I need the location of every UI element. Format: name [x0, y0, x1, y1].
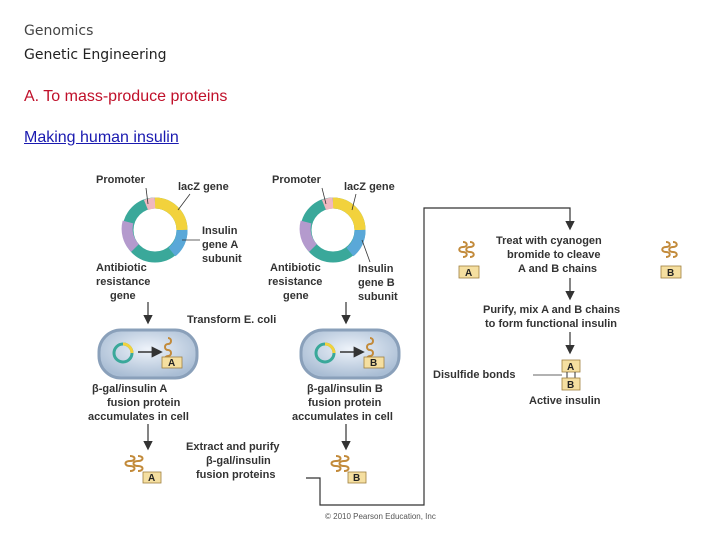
extract-a-tag: A — [148, 473, 155, 484]
plasmid-a-antibiotic — [121, 220, 140, 252]
active-insulin: A B — [561, 359, 581, 391]
plasmid-b-antibiotic — [299, 220, 318, 252]
figure-link[interactable]: Making human insulin — [24, 129, 179, 146]
cell-a-tag: A — [168, 358, 175, 369]
fusion-b-label-3: accumulates in cell — [292, 411, 393, 423]
plasmid-b — [299, 197, 366, 263]
fusion-a-label-1: β-gal/insulin A — [92, 383, 167, 395]
plasmid-a — [121, 197, 188, 263]
plasmid-a-lacz — [154, 197, 188, 231]
extract-label-3: fusion proteins — [196, 469, 275, 481]
antibiotic-label-b-2: resistance — [268, 276, 322, 288]
antibiotic-label-a-2: resistance — [96, 276, 150, 288]
ecoli-cell-a: A — [97, 328, 199, 380]
ecoli-cell-b: B — [299, 328, 401, 380]
section-heading: A. To mass-produce proteins — [24, 88, 228, 105]
plasmid-a-promoter — [143, 197, 156, 211]
antibiotic-label-a-1: Antibiotic — [96, 262, 147, 274]
antibiotic-label-a-3: gene — [110, 290, 136, 302]
topic-subtitle: Genetic Engineering — [24, 47, 167, 63]
treat-label-3: A and B chains — [518, 263, 597, 275]
promoter-label-a: Promoter — [96, 174, 146, 186]
topic-title: Genomics — [24, 23, 94, 39]
extract-label-1: Extract and purify — [186, 441, 280, 453]
extract-label-2: β-gal/insulin — [206, 455, 271, 467]
fusion-a-label-3: accumulates in cell — [88, 411, 189, 423]
cell-b-tag: B — [370, 358, 377, 369]
fusion-protein-b: B — [330, 455, 367, 484]
insulin-a-label-1: Insulin — [202, 225, 238, 237]
extract-b-tag: B — [353, 473, 360, 484]
transform-label: Transform E. coli — [187, 314, 276, 326]
plasmid-b-insulin — [346, 229, 366, 257]
chain-b-tag: B — [667, 268, 674, 279]
chain-b-right: B — [660, 241, 682, 279]
copyright-text: © 2010 Pearson Education, Inc — [325, 512, 436, 521]
active-insulin-label: Active insulin — [529, 395, 601, 407]
fusion-protein-a: A — [124, 455, 162, 484]
purify-label-2: to form functional insulin — [485, 318, 617, 330]
lacz-label-b: lacZ gene — [344, 181, 395, 193]
fusion-b-label-1: β-gal/insulin B — [307, 383, 383, 395]
treat-label-1: Treat with cyanogen — [496, 235, 602, 247]
insulin-b-label-2: gene B — [358, 277, 395, 289]
disulfide-label: Disulfide bonds — [433, 369, 516, 381]
chain-a-tag: A — [465, 268, 472, 279]
treat-label-2: bromide to cleave — [507, 249, 601, 261]
active-b-tag: B — [567, 380, 574, 391]
antibiotic-label-b-1: Antibiotic — [270, 262, 321, 274]
purify-label-1: Purify, mix A and B chains — [483, 304, 620, 316]
insulin-a-label-2: gene A — [202, 239, 238, 251]
lacz-label-a: lacZ gene — [178, 181, 229, 193]
insulin-b-label-3: subunit — [358, 291, 398, 303]
chain-a-left: A — [458, 241, 480, 279]
active-a-tag: A — [567, 362, 574, 373]
plasmid-b-lacz — [332, 197, 366, 231]
insulin-a-label-3: subunit — [202, 253, 242, 265]
fusion-b-label-2: fusion protein — [308, 397, 382, 409]
plasmid-a-insulin — [168, 229, 188, 257]
promoter-label-b: Promoter — [272, 174, 322, 186]
flow-connector — [306, 207, 575, 506]
plasmid-b-promoter — [321, 197, 334, 211]
antibiotic-label-b-3: gene — [283, 290, 309, 302]
insulin-b-label-1: Insulin — [358, 263, 394, 275]
fusion-a-label-2: fusion protein — [107, 397, 181, 409]
